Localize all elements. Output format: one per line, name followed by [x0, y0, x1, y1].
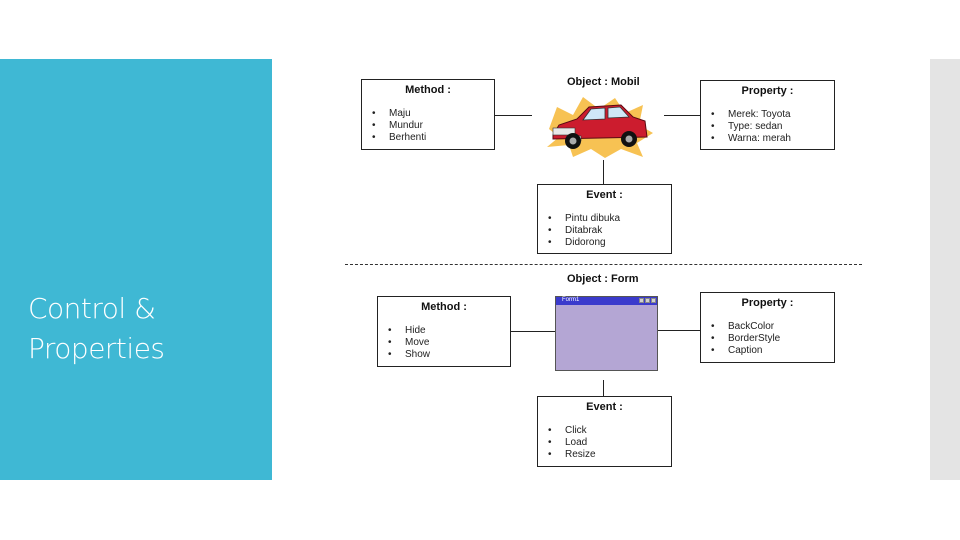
form-window-buttons [639, 298, 656, 303]
list-item: Type: sedan [711, 121, 834, 133]
event-box-title: Event : [586, 189, 623, 201]
list-item: Berhenti [372, 132, 494, 144]
method-box-title: Method : [405, 84, 451, 96]
list-item: BorderStyle [711, 333, 834, 345]
slide-title: Control & Properties [28, 292, 165, 365]
method-box-form: Method : Hide Move Show [377, 296, 511, 367]
connector-line [603, 160, 604, 184]
maximize-icon [645, 298, 650, 303]
event-list: Click Load Resize [538, 425, 671, 461]
list-item: Merek: Toyota [711, 109, 834, 121]
form-title-bar: Form1 [556, 297, 657, 305]
list-item: Mundur [372, 120, 494, 132]
connector-line [658, 330, 700, 331]
property-list: Merek: Toyota Type: sedan Warna: merah [701, 109, 834, 145]
list-item: BackColor [711, 321, 834, 333]
right-strip [930, 59, 960, 480]
connector-line [603, 380, 604, 396]
method-box-title: Method : [421, 301, 467, 313]
list-item: Ditabrak [548, 225, 671, 237]
list-item: Hide [388, 325, 510, 337]
connector-line [495, 115, 532, 116]
minimize-icon [639, 298, 644, 303]
list-item: Show [388, 349, 510, 361]
connector-line [511, 331, 555, 332]
property-list: BackColor BorderStyle Caption [701, 321, 834, 357]
object-label-mobil: Object : Mobil [567, 76, 640, 88]
list-item: Resize [548, 449, 671, 461]
property-box-form: Property : BackColor BorderStyle Caption [700, 292, 835, 363]
red-car-icon [547, 97, 653, 158]
event-box-mobil: Event : Pintu dibuka Ditabrak Didorong [537, 184, 672, 254]
list-item: Caption [711, 345, 834, 357]
property-box-title: Property : [741, 85, 794, 97]
list-item: Click [548, 425, 671, 437]
form-title-text: Form1 [562, 297, 580, 303]
method-box-mobil: Method : Maju Mundur Berhenti [361, 79, 495, 150]
property-box-title: Property : [741, 297, 794, 309]
method-list: Maju Mundur Berhenti [362, 108, 494, 144]
divider-line [345, 264, 862, 265]
list-item: Maju [372, 108, 494, 120]
method-list: Hide Move Show [378, 325, 510, 361]
event-box-form: Event : Click Load Resize [537, 396, 672, 467]
list-item: Move [388, 337, 510, 349]
form-window-icon: Form1 [555, 296, 658, 371]
connector-line [664, 115, 700, 116]
list-item: Pintu dibuka [548, 213, 671, 225]
property-box-mobil: Property : Merek: Toyota Type: sedan War… [700, 80, 835, 150]
list-item: Didorong [548, 237, 671, 249]
side-panel: Control & Properties [0, 59, 272, 480]
event-list: Pintu dibuka Ditabrak Didorong [538, 213, 671, 249]
list-item: Warna: merah [711, 133, 834, 145]
close-icon [651, 298, 656, 303]
object-label-form: Object : Form [567, 273, 639, 285]
event-box-title: Event : [586, 401, 623, 413]
list-item: Load [548, 437, 671, 449]
